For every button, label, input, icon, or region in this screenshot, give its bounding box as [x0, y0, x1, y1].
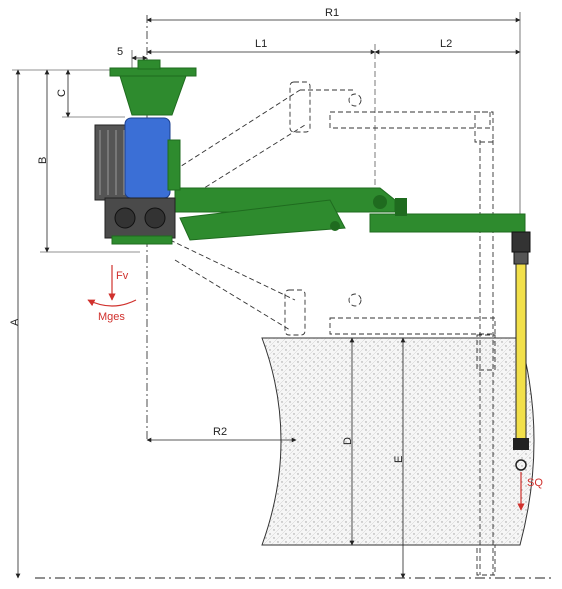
work-area	[261, 337, 535, 546]
dimension-a: A	[9, 69, 115, 579]
lift-unit	[511, 231, 531, 471]
c-label: C	[56, 89, 68, 97]
dimension-c: C	[56, 69, 125, 118]
dimension-r2: R2	[146, 426, 297, 443]
sq-label: SQ	[527, 477, 543, 489]
dimension-b: B	[37, 69, 140, 253]
force-sq: SQ	[517, 472, 543, 511]
dimension-r1: R1	[146, 7, 521, 215]
main-arm	[174, 187, 526, 241]
r1-label: R1	[325, 7, 339, 19]
mges-label: Mges	[98, 311, 125, 323]
five-label: 5	[117, 46, 123, 58]
l2-label: L2	[440, 38, 452, 50]
force-fv: Fv	[108, 265, 129, 301]
r2-label: R2	[213, 426, 227, 438]
e-label: E	[393, 456, 405, 463]
a-label: A	[9, 318, 21, 326]
dimension-d: D	[342, 337, 355, 546]
dimension-e: E	[393, 337, 406, 579]
d-label: D	[342, 437, 354, 445]
ghost-arm-upper	[174, 81, 494, 575]
ghost-arm-lower	[169, 239, 496, 576]
drive-unit	[94, 117, 181, 245]
fv-label: Fv	[116, 270, 129, 282]
b-label: B	[37, 157, 49, 164]
dimension-five: 5	[117, 46, 148, 70]
moment-mges: Mges	[87, 299, 137, 323]
column-head	[109, 59, 197, 116]
dimension-l1-l2: L1 L2	[146, 38, 521, 205]
l1-label: L1	[255, 38, 267, 50]
